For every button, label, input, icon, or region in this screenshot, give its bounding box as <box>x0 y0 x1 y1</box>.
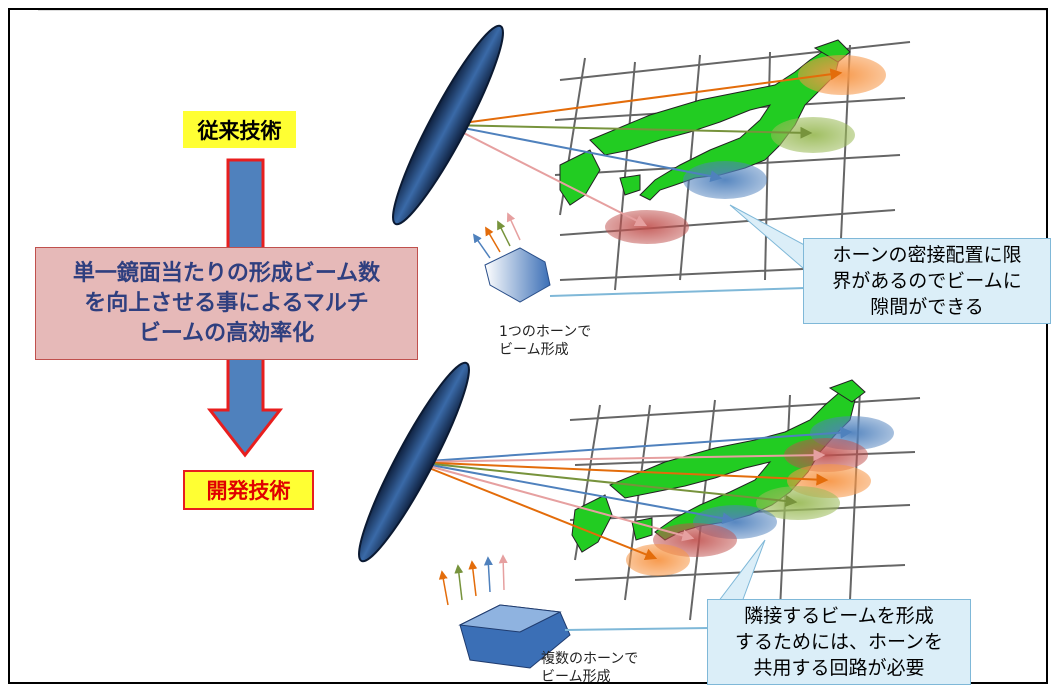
main-line-1: 単一鏡面当たりの形成ビーム数 <box>72 260 381 286</box>
main-line-2: を向上させる事によるマルチ <box>84 290 369 316</box>
caption-multi-horn: 複数のホーンで ビーム形成 <box>541 650 638 686</box>
callout-bottom-line-3: 共用する回路が必要 <box>753 657 925 679</box>
japan-land-bottom <box>571 379 866 553</box>
developed-label: 開発技術 <box>183 470 314 510</box>
callout-horn-gap: ホーンの密接配置に限 界があるのでビームに 隙間ができる <box>803 238 1051 324</box>
reflector-top <box>392 24 504 226</box>
callout-bottom-line-2: するためには、ホーンを <box>734 631 944 653</box>
rays-top <box>447 68 843 227</box>
caption-top-line-2: ビーム形成 <box>499 342 569 358</box>
caption-top-line-1: 1つのホーンで <box>499 324 592 340</box>
main-description-box: 単一鏡面当たりの形成ビーム数 を向上させる事によるマルチ ビームの高効率化 <box>35 247 418 360</box>
callout-shared-horn: 隣接するビームを形成 するためには、ホーンを 共用する回路が必要 <box>707 599 971 685</box>
horn-array-top <box>472 212 551 303</box>
beams-top <box>605 55 886 244</box>
reflector-bottom <box>358 361 470 563</box>
callout-top-line-1: ホーンの密接配置に限 <box>832 244 1022 266</box>
callout-top-line-3: 隙間ができる <box>870 296 984 318</box>
conventional-label: 従来技術 <box>183 111 296 148</box>
caption-bottom-line-2: ビーム形成 <box>541 669 611 685</box>
callout-top-line-2: 界があるのでビームに <box>832 270 1022 292</box>
main-line-3: ビームの高効率化 <box>138 320 315 346</box>
caption-bottom-line-1: 複数のホーンで <box>541 651 639 667</box>
rays-bottom <box>413 426 853 561</box>
top-rule <box>38 10 1046 11</box>
caption-single-horn: 1つのホーンで ビーム形成 <box>499 323 591 359</box>
horn-array-bottom <box>438 554 571 669</box>
slide-border <box>8 8 1048 684</box>
callout-bottom-line-1: 隣接するビームを形成 <box>744 605 934 627</box>
